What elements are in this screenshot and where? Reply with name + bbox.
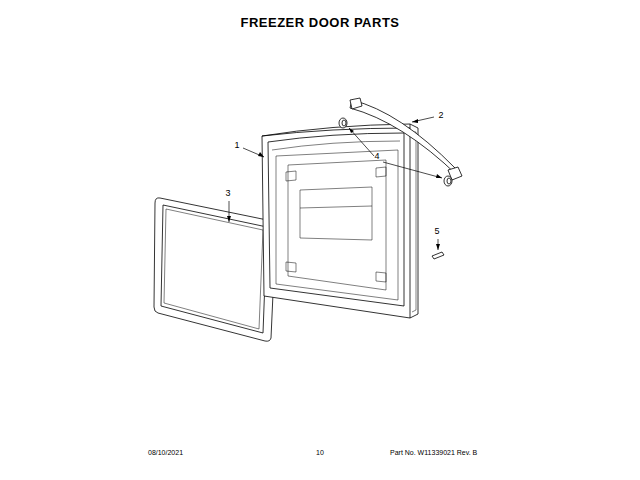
callout-number: 1 <box>234 141 239 150</box>
footer-text: Part No. W11339021 Rev. B <box>390 449 477 456</box>
freezer-door <box>262 124 418 318</box>
callout-number: 4 <box>374 152 379 161</box>
callout-number: 3 <box>225 189 230 198</box>
leader-line <box>229 117 442 250</box>
footer-text: 08/10/2021 <box>148 449 183 456</box>
footer-text: 10 <box>316 449 324 456</box>
leader-arrowhead <box>227 119 442 250</box>
handle-end-cap <box>339 118 452 186</box>
callout-number: 2 <box>438 111 443 120</box>
small-part <box>432 252 444 259</box>
door-gasket <box>154 198 276 341</box>
door-handle <box>350 98 462 180</box>
page-title: FREEZER DOOR PARTS <box>241 16 400 29</box>
callout-number: 5 <box>434 227 439 236</box>
